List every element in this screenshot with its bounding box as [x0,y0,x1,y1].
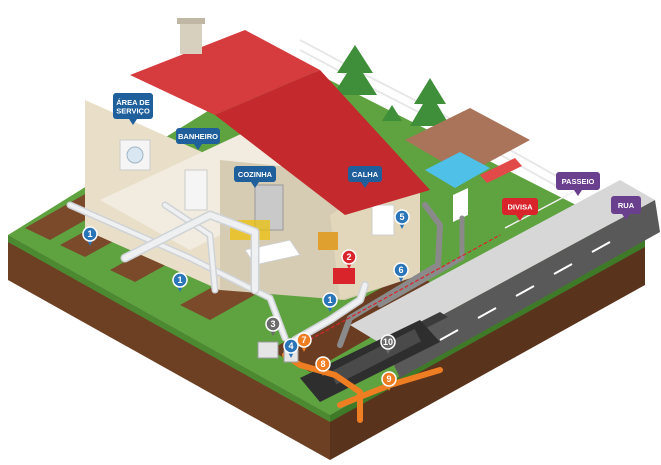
marker-number: 3 [270,319,275,329]
label-text-area-servico: ÁREA DE [116,98,149,107]
label-divisa: DIVISA [502,198,538,221]
trees [333,45,450,126]
label-text-passeio: PASSEIO [562,177,595,186]
marker-number: 6 [398,265,403,275]
label-text-calha: CALHA [352,170,379,179]
label-text-rua: RUA [618,201,635,210]
marker-number: 1 [87,229,92,239]
numbered-markers: 1 1 1 2 3 4 5 6 7 8 9 10 [82,209,410,391]
marker-6: 6 [393,262,409,282]
label-calha: CALHA [348,166,382,188]
pool-area [405,108,530,222]
marker-number: 2 [346,252,351,262]
marker-number: 4 [288,341,293,351]
label-text-area-servico: SERVIÇO [116,106,150,115]
marker-number: 1 [177,275,182,285]
label-passeio: PASSEIO [556,172,600,196]
marker-3: 3 [265,316,281,336]
marker-number: 8 [320,359,325,369]
marker-1: 1 [82,226,98,246]
marker-1: 1 [172,272,188,292]
marker-7: 7 [296,332,312,352]
label-rua: RUA [611,196,641,220]
label-text-banheiro: BANHEIRO [178,132,218,141]
marker-1: 1 [322,292,338,312]
label-cozinha: COZINHA [234,166,276,188]
marker-number: 7 [301,335,306,345]
marker-8: 8 [315,356,331,376]
street-area [300,180,660,402]
label-banheiro: BANHEIRO [176,128,220,150]
marker-number: 5 [399,212,404,222]
marker-4: 4 [283,338,299,358]
marker-10: 10 [380,334,396,354]
marker-number: 9 [386,374,391,384]
marker-5: 5 [394,209,410,229]
marker-number: 1 [327,295,332,305]
label-text-divisa: DIVISA [507,203,533,212]
marker-9: 9 [381,371,397,391]
marker-2: 2 [341,249,357,269]
label-text-cozinha: COZINHA [238,170,273,179]
marker-number: 10 [383,337,393,347]
